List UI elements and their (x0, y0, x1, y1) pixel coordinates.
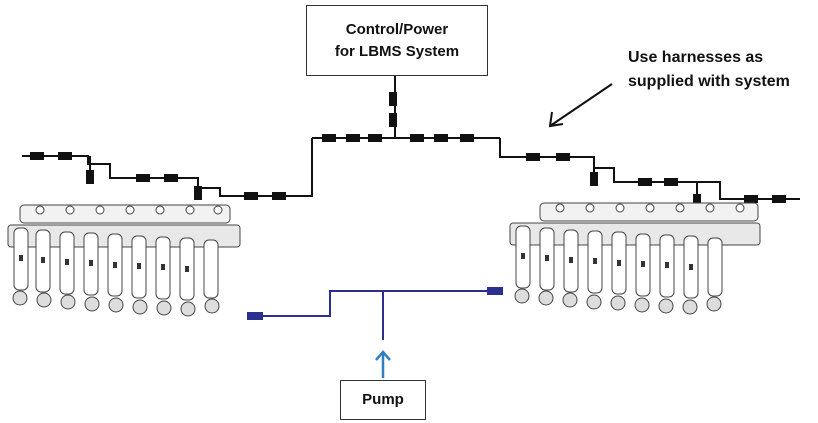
connector (389, 92, 397, 106)
connector (526, 153, 540, 161)
connector (590, 172, 598, 186)
connector (86, 170, 94, 184)
hose-fitting-left (247, 312, 263, 320)
connector (638, 178, 652, 186)
connector (460, 134, 474, 142)
connector (164, 174, 178, 182)
connector (272, 192, 286, 200)
connector (772, 195, 786, 203)
control-power-box: Control/Power for LBMS System (306, 5, 488, 76)
pump-hose (262, 290, 490, 340)
right-manifold (509, 202, 761, 315)
connector (434, 134, 448, 142)
pump-flow-arrow (375, 350, 391, 378)
connector (346, 134, 360, 142)
pump-box: Pump (340, 380, 426, 420)
connector (389, 113, 397, 127)
connector (58, 152, 72, 160)
connector (368, 134, 382, 142)
hose-fitting-right (487, 287, 503, 295)
harness-note: Use harnesses as supplied with system (628, 46, 818, 94)
connector (556, 153, 570, 161)
harness-connectors (30, 92, 786, 208)
harness-note-line2: supplied with system (628, 73, 790, 90)
connector (744, 195, 758, 203)
control-box-line1: Control/Power (345, 21, 449, 38)
left-manifold (7, 204, 241, 317)
connector (30, 152, 44, 160)
connector (664, 178, 678, 186)
connector (693, 194, 701, 208)
connector (194, 186, 202, 200)
control-box-line2: for LBMS System (334, 43, 460, 60)
connector (322, 134, 336, 142)
connector (136, 174, 150, 182)
connector (410, 134, 424, 142)
connector (244, 192, 258, 200)
harness-note-line1: Use harnesses as (628, 49, 764, 66)
note-pointer-arrow (548, 83, 613, 128)
pump-label: Pump (362, 391, 404, 408)
